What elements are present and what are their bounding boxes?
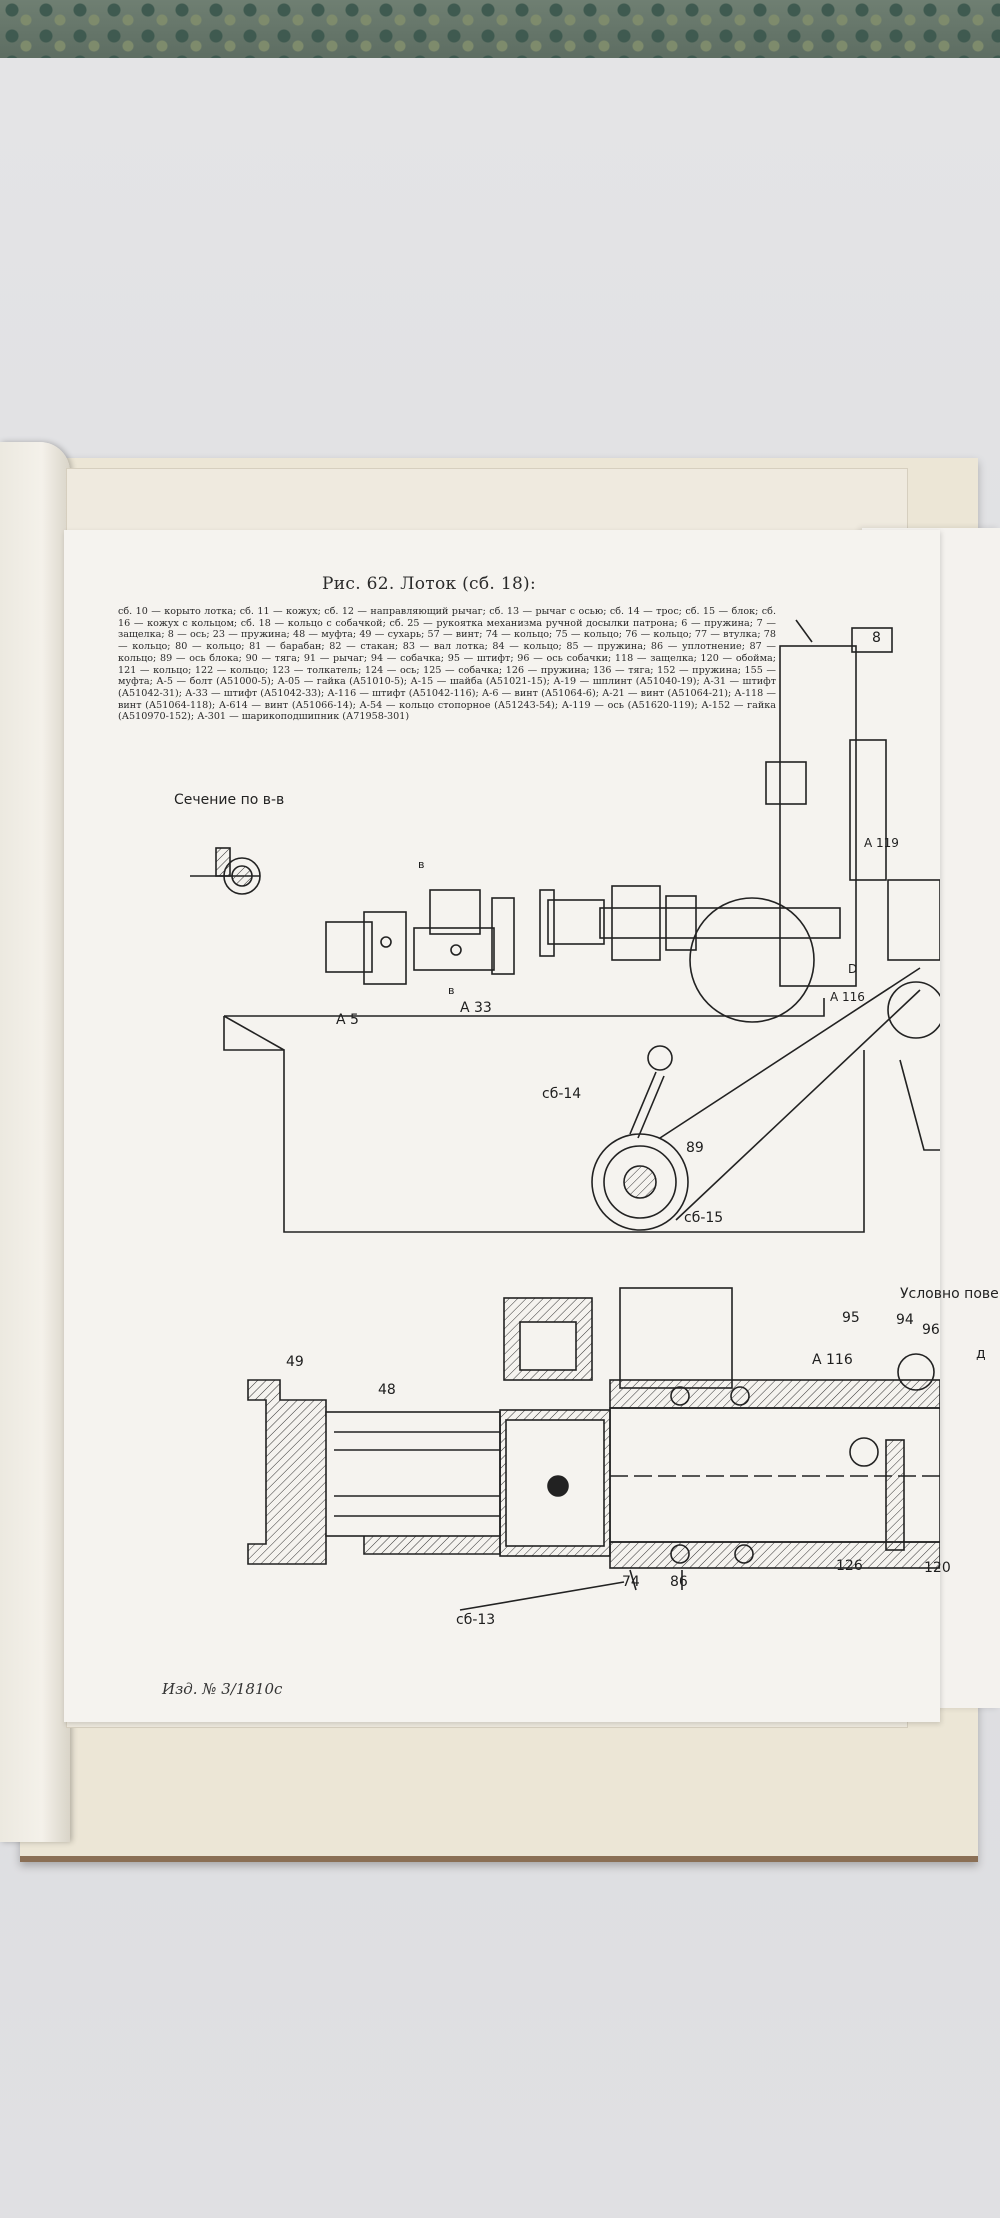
figure-legend: сб. 10 — корыто лотка; сб. 11 — кожух; с… xyxy=(118,606,776,723)
callout-a116-top: А 116 xyxy=(830,990,865,1004)
callout-d-arrow: д xyxy=(976,1346,986,1362)
callout-a33: А 33 xyxy=(460,1000,492,1016)
callout-v1: в xyxy=(418,858,425,871)
callout-a119: А 119 xyxy=(864,836,899,850)
shaft-section xyxy=(247,1287,940,1611)
callout-a116-low: А 116 xyxy=(812,1352,853,1368)
callout-d-top: D xyxy=(848,962,858,976)
publication-number: Изд. № 3/1810с xyxy=(162,1680,283,1698)
technical-drawing xyxy=(190,619,940,1611)
figure-title: Рис. 62. Лоток (сб. 18): xyxy=(322,574,537,594)
tray-assembly xyxy=(223,619,940,1233)
tablecloth xyxy=(0,0,1000,62)
conditional-label: Условно пове xyxy=(900,1286,999,1302)
callout-sb14: сб-14 xyxy=(542,1086,582,1102)
callout-v2: в xyxy=(448,984,455,997)
callout-86: 86 xyxy=(670,1574,688,1590)
callout-sb13: сб-13 xyxy=(456,1612,496,1628)
callout-94: 94 xyxy=(896,1312,914,1328)
section-detail xyxy=(190,847,261,895)
previous-page-edge xyxy=(0,442,70,1842)
callout-sb15: сб-15 xyxy=(684,1210,724,1226)
callout-95: 95 xyxy=(842,1310,860,1326)
callout-96: 96 xyxy=(922,1322,940,1338)
callout-8: 8 xyxy=(872,630,881,646)
callout-49: 49 xyxy=(286,1354,304,1370)
section-label: Сечение по в-в xyxy=(174,792,285,808)
callout-89: 89 xyxy=(686,1140,704,1156)
callout-48: 48 xyxy=(378,1382,396,1398)
